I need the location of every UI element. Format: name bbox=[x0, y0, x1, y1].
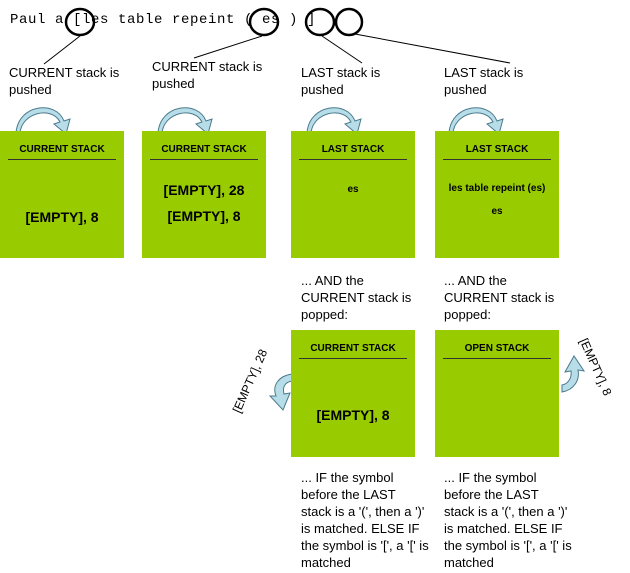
stack-entry: les table repeint (es) bbox=[448, 183, 546, 194]
header-rule bbox=[150, 159, 258, 160]
push-arrow-3 bbox=[306, 107, 362, 135]
last-stack-box-1: LAST STACK es bbox=[291, 131, 415, 258]
header-rule bbox=[8, 159, 116, 160]
stack-entry: [EMPTY], 8 bbox=[25, 209, 99, 225]
stack-header: CURRENT STACK bbox=[161, 144, 247, 155]
code-line: Paul a [les table repeint ( es ) ] bbox=[10, 12, 317, 28]
stack-header: CURRENT STACK bbox=[310, 343, 396, 354]
top-caption-1: CURRENT stack is pushed bbox=[9, 65, 120, 97]
close-bracket-circle bbox=[334, 7, 364, 37]
current-stack-box-popped: CURRENT STACK [EMPTY], 8 bbox=[291, 330, 415, 457]
stack-header: LAST STACK bbox=[465, 144, 529, 155]
header-rule bbox=[443, 358, 551, 359]
current-stack-box-1: CURRENT STACK [EMPTY], 8 bbox=[0, 131, 124, 258]
close-paren-circle bbox=[304, 7, 336, 37]
open-bracket-circle bbox=[64, 7, 96, 37]
top-caption-2: CURRENT stack is pushed bbox=[152, 59, 263, 91]
bottom-caption-2: ... IF the symbol before the LAST stack … bbox=[444, 470, 572, 570]
top-caption-4: LAST stack is pushed bbox=[444, 65, 524, 97]
push-arrow-4 bbox=[448, 107, 504, 135]
push-arrow-1 bbox=[15, 107, 71, 135]
leader-line-4 bbox=[354, 33, 511, 64]
stack-entry: [EMPTY], 8 bbox=[316, 407, 390, 423]
last-stack-box-2: LAST STACK les table repeint (es) es bbox=[435, 131, 559, 258]
push-arrow-2 bbox=[157, 107, 213, 135]
stack-entry: [EMPTY], 8 bbox=[167, 208, 241, 224]
leader-line-2 bbox=[193, 35, 263, 59]
header-rule bbox=[443, 159, 551, 160]
stack-header: OPEN STACK bbox=[464, 343, 530, 354]
open-paren-circle bbox=[248, 7, 280, 37]
stack-header: LAST STACK bbox=[321, 144, 385, 155]
leader-line-1 bbox=[43, 35, 81, 65]
pop-arrow-left bbox=[268, 373, 293, 411]
header-rule bbox=[299, 358, 407, 359]
middle-caption-1: ... AND the CURRENT stack is popped: bbox=[301, 273, 412, 322]
stack-entry: es bbox=[491, 206, 503, 217]
leader-line-3 bbox=[321, 35, 363, 64]
top-caption-3: LAST stack is pushed bbox=[301, 65, 381, 97]
bottom-caption-1: ... IF the symbol before the LAST stack … bbox=[301, 470, 429, 570]
stack-entry: [EMPTY], 28 bbox=[163, 182, 245, 198]
middle-caption-2: ... AND the CURRENT stack is popped: bbox=[444, 273, 555, 322]
header-rule bbox=[299, 159, 407, 160]
current-stack-box-2: CURRENT STACK [EMPTY], 28 [EMPTY], 8 bbox=[142, 131, 266, 258]
stack-header: CURRENT STACK bbox=[19, 144, 105, 155]
stack-entry: es bbox=[347, 184, 359, 195]
pop-arrow-right bbox=[561, 355, 586, 393]
open-stack-box: OPEN STACK bbox=[435, 330, 559, 457]
